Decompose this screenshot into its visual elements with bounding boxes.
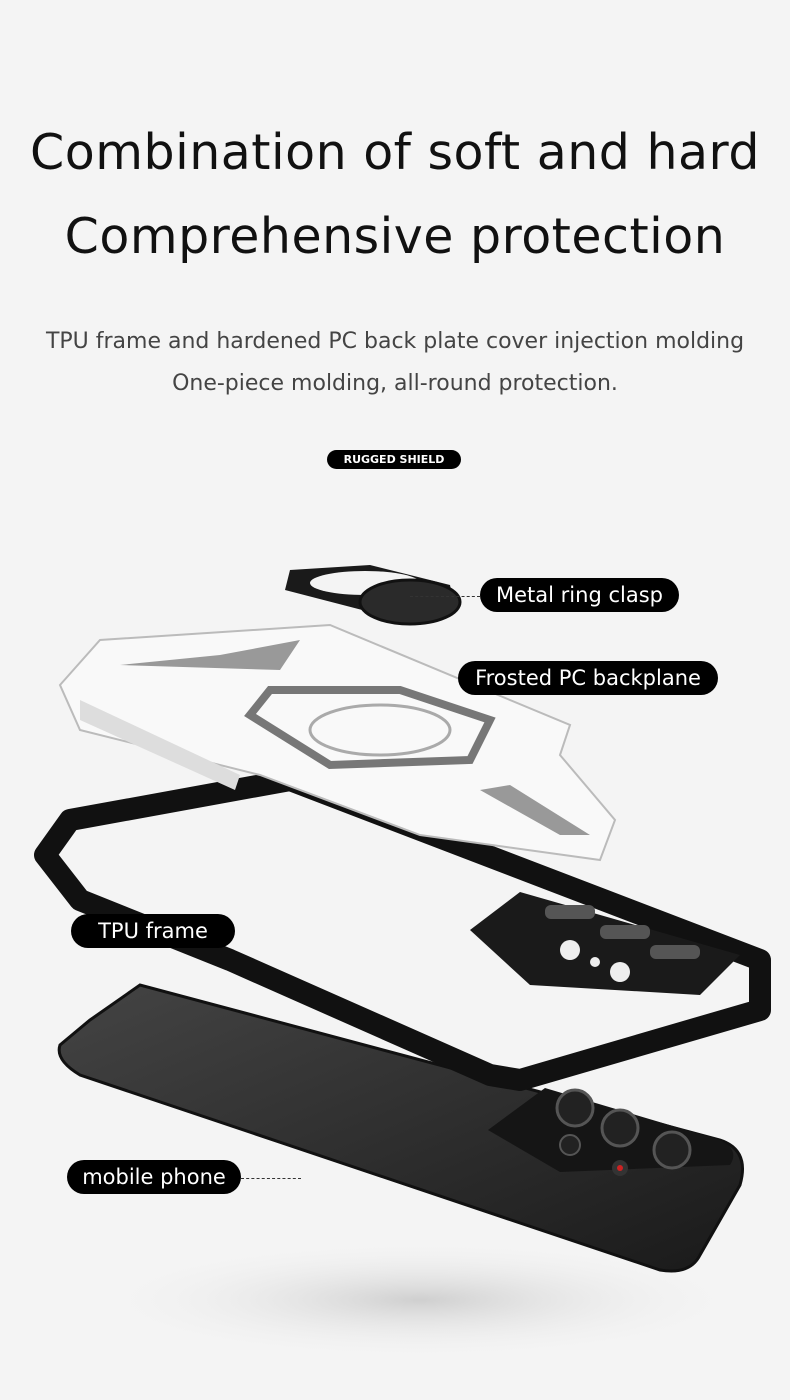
description-line-2: One-piece molding, all-round protection. <box>172 371 618 396</box>
callout-metal-ring-clasp: Metal ring clasp <box>480 578 679 612</box>
heading-line-2: Comprehensive protection <box>64 208 726 265</box>
metal-ring-clasp-illustration <box>285 565 462 626</box>
ring-callout-line <box>410 596 480 597</box>
heading-line-1: Combination of soft and hard <box>30 124 760 181</box>
callout-frosted-pc-backplane: Frosted PC backplane <box>458 661 718 695</box>
callout-tpu-frame: TPU frame <box>71 914 235 948</box>
frosted-pc-backplane-illustration <box>58 623 617 862</box>
mobile-phone-illustration <box>57 983 744 1273</box>
phone-callout-line <box>241 1178 301 1179</box>
brand-badge: RUGGED SHIELD <box>327 450 461 469</box>
callout-mobile-phone: mobile phone <box>67 1160 241 1194</box>
description-line-1: TPU frame and hardened PC back plate cov… <box>45 329 745 354</box>
phone-shadow <box>90 1240 750 1360</box>
